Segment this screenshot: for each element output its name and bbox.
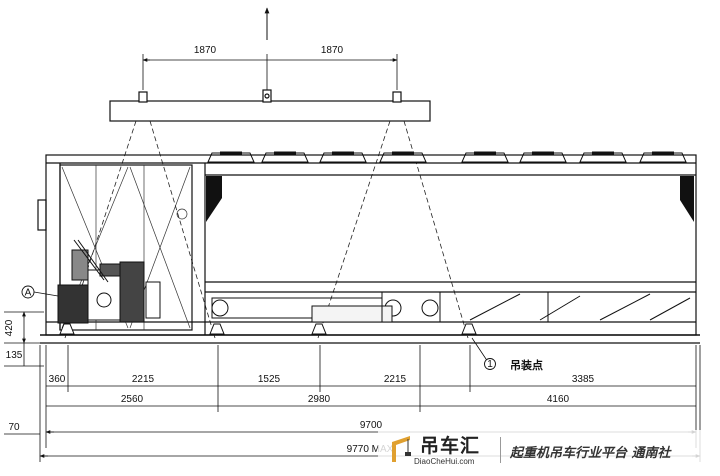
- spreader-beam: [109, 89, 431, 122]
- watermark-brand: 吊车汇: [420, 435, 481, 457]
- spreader-dimension: [142, 54, 398, 90]
- dim-135: 135: [6, 350, 23, 361]
- watermark-caption: 起重机吊车行业平台 通南社: [510, 446, 671, 461]
- watermark-url: DiaoCheHui.com: [414, 457, 475, 466]
- callout-1-label: 1: [487, 359, 493, 370]
- dim-1870-left: 1870: [194, 45, 217, 56]
- coil-corners: [206, 176, 694, 222]
- vertical-dimensions: [4, 311, 44, 367]
- dim-2215-b: 2215: [384, 374, 407, 385]
- watermark-background: [378, 430, 720, 476]
- lifting-slings: [64, 120, 469, 339]
- lifting-point-label: 吊装点: [510, 358, 543, 372]
- lifting-lugs: [59, 323, 477, 335]
- callout-a-label: A: [25, 288, 32, 299]
- dim-3385: 3385: [572, 374, 595, 385]
- condenser-fans: [207, 151, 687, 163]
- watermark-divider: [500, 437, 501, 463]
- piping: [211, 292, 691, 323]
- dim-360: 360: [49, 374, 66, 385]
- compressor-assembly: [57, 239, 161, 324]
- dim-1870-right: 1870: [321, 45, 344, 56]
- crane-logo-icon: [392, 436, 411, 462]
- dim-2560: 2560: [121, 394, 144, 405]
- dim-9700: 9700: [360, 420, 383, 431]
- callout-1: [471, 337, 496, 370]
- dim-2215-a: 2215: [132, 374, 155, 385]
- dim-70: 70: [8, 422, 20, 433]
- callout-a: [21, 285, 59, 299]
- dim-4160: 4160: [547, 394, 570, 405]
- dim-1525: 1525: [258, 374, 281, 385]
- dim-2980: 2980: [308, 394, 331, 405]
- unit-body: [37, 154, 700, 344]
- dim-9770-max: 9770 MAX: [347, 444, 394, 455]
- dim-420: 420: [4, 319, 15, 336]
